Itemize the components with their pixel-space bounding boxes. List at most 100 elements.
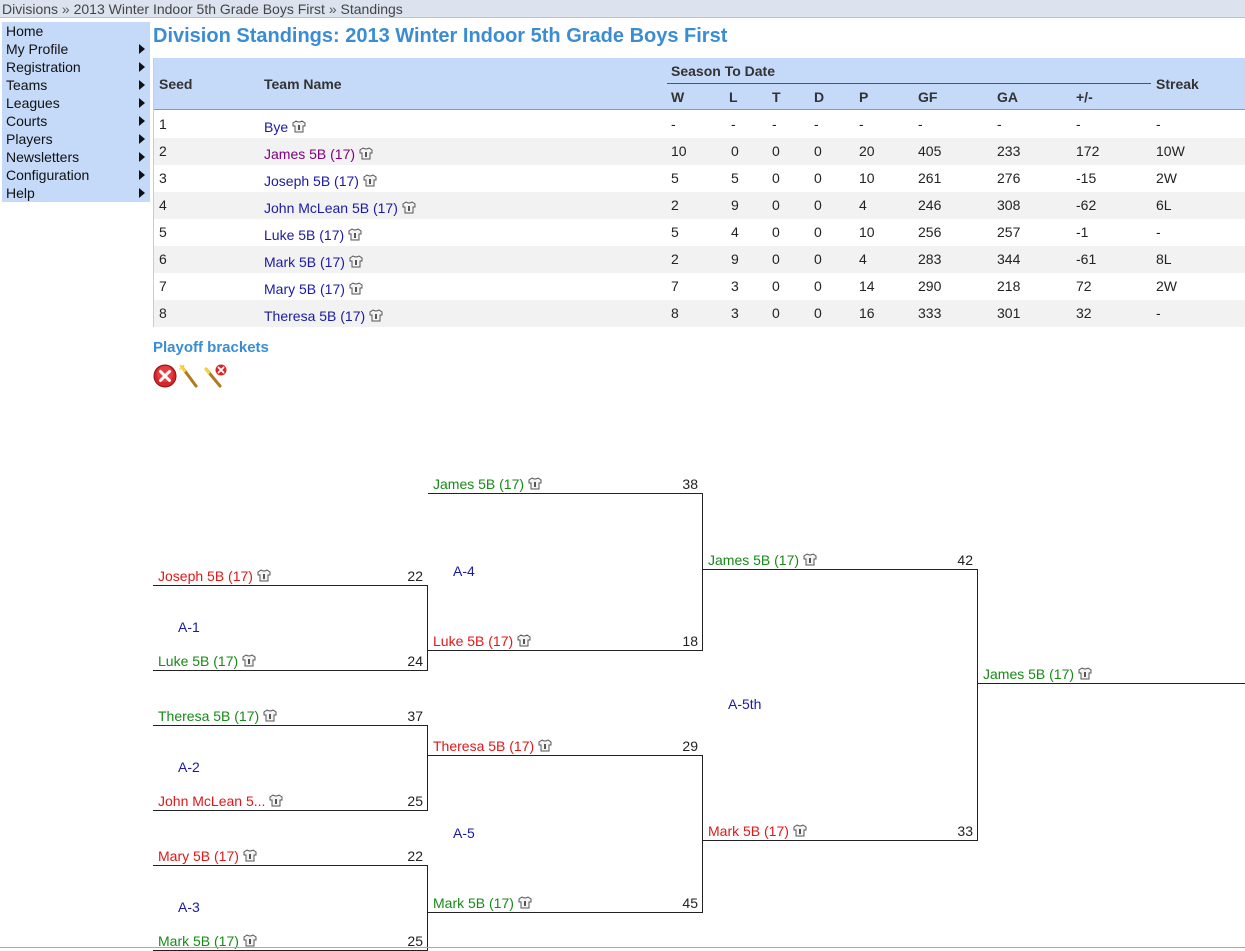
bracket-score: 18 xyxy=(682,633,698,649)
bracket-team-link[interactable]: Luke 5B (17) xyxy=(158,653,239,669)
shirt-icon[interactable] xyxy=(803,553,817,569)
losses-cell: 0 xyxy=(731,143,739,159)
team-link[interactable]: John McLean 5B (17) xyxy=(264,200,398,216)
bracket-team-link[interactable]: James 5B (17) xyxy=(433,476,525,492)
menu-item-courts[interactable]: Courts xyxy=(2,112,150,130)
bracket-line xyxy=(153,585,428,586)
bracket-team-link[interactable]: Luke 5B (17) xyxy=(433,633,514,649)
submenu-arrow-icon xyxy=(139,152,145,162)
shirt-icon[interactable] xyxy=(369,309,383,325)
bracket-line xyxy=(153,865,428,866)
shirt-icon[interactable] xyxy=(243,849,257,865)
team-link[interactable]: Luke 5B (17) xyxy=(264,227,345,243)
header-plus-minus: +/- xyxy=(1076,89,1093,105)
shirt-icon[interactable] xyxy=(269,794,283,810)
menu-item-newsletters[interactable]: Newsletters xyxy=(2,148,150,166)
team-link[interactable]: James 5B (17) xyxy=(264,146,356,162)
shirt-icon[interactable] xyxy=(363,174,377,190)
shirt-icon[interactable] xyxy=(517,634,531,650)
bracket-team-link[interactable]: Mark 5B (17) xyxy=(433,895,514,911)
wand-delete-icon[interactable] xyxy=(202,364,228,391)
menu-item-registration[interactable]: Registration xyxy=(2,58,150,76)
shirt-icon[interactable] xyxy=(359,147,373,163)
team-link[interactable]: Theresa 5B (17) xyxy=(264,308,366,324)
team-name-cell: Luke 5B (17) xyxy=(264,227,362,244)
bracket-score: 42 xyxy=(957,552,973,568)
shirt-icon[interactable] xyxy=(349,255,363,271)
ties-cell: 0 xyxy=(772,170,780,186)
menu-item-configuration[interactable]: Configuration xyxy=(2,166,150,184)
goals-against-cell: 257 xyxy=(997,224,1021,240)
shirt-icon[interactable] xyxy=(292,120,306,136)
bracket-team-link[interactable]: Theresa 5B (17) xyxy=(433,738,535,754)
goals-against-cell: 301 xyxy=(997,305,1021,321)
wand-icon[interactable] xyxy=(178,364,200,391)
menu-item-players[interactable]: Players xyxy=(2,130,150,148)
losses-cell: 9 xyxy=(731,197,739,213)
goals-for-cell: 246 xyxy=(918,197,942,213)
header-goals-for: GF xyxy=(918,89,938,105)
bracket-team: Luke 5B (17) xyxy=(158,653,256,670)
menu-item-label: Configuration xyxy=(6,167,90,183)
menu-item-my-profile[interactable]: My Profile xyxy=(2,40,150,58)
shirt-icon[interactable] xyxy=(349,282,363,298)
bracket-team-link[interactable]: Theresa 5B (17) xyxy=(158,708,260,724)
seed-cell: 5 xyxy=(159,224,167,240)
shirt-icon[interactable] xyxy=(1078,667,1092,683)
menu-item-leagues[interactable]: Leagues xyxy=(2,94,150,112)
submenu-arrow-icon xyxy=(139,62,145,72)
points-cell: 14 xyxy=(859,278,875,294)
losses-cell: 3 xyxy=(731,305,739,321)
breadcrumb-division[interactable]: 2013 Winter Indoor 5th Grade Boys First xyxy=(73,1,325,17)
team-link[interactable]: Bye xyxy=(264,119,289,135)
breadcrumb-divisions[interactable]: Divisions xyxy=(2,1,59,17)
shirt-icon[interactable] xyxy=(518,896,532,912)
defaults-cell: - xyxy=(814,116,819,132)
bracket-team-link[interactable]: James 5B (17) xyxy=(708,552,800,568)
team-name-cell: Bye xyxy=(264,119,306,136)
shirt-icon[interactable] xyxy=(348,228,362,244)
goals-for-cell: 261 xyxy=(918,170,942,186)
plus-minus-cell: 32 xyxy=(1076,305,1092,321)
menu-item-home[interactable]: Home xyxy=(2,22,150,40)
menu-item-teams[interactable]: Teams xyxy=(2,76,150,94)
seed-cell: 4 xyxy=(159,197,167,213)
side-menu: Home My Profile Registration Teams Leagu… xyxy=(2,22,150,202)
ties-cell: 0 xyxy=(772,305,780,321)
seed-cell: 8 xyxy=(159,305,167,321)
bracket-team-link[interactable]: John McLean 5... xyxy=(158,793,266,809)
defaults-cell: 0 xyxy=(814,278,822,294)
plus-minus-cell: -15 xyxy=(1076,170,1097,186)
shirt-icon[interactable] xyxy=(243,934,257,950)
bracket-team-link[interactable]: Mary 5B (17) xyxy=(158,848,239,864)
streak-cell: 8L xyxy=(1156,251,1172,267)
team-name-cell: Joseph 5B (17) xyxy=(264,173,377,190)
bracket-game-label: A-3 xyxy=(178,899,200,915)
submenu-arrow-icon xyxy=(139,134,145,144)
bracket-score: 33 xyxy=(957,823,973,839)
bracket-team-link[interactable]: Mark 5B (17) xyxy=(158,933,239,949)
shirt-icon[interactable] xyxy=(538,739,552,755)
shirt-icon[interactable] xyxy=(528,477,542,493)
shirt-icon[interactable] xyxy=(242,654,256,670)
shirt-icon[interactable] xyxy=(402,201,416,217)
team-link[interactable]: Joseph 5B (17) xyxy=(264,173,359,189)
team-link[interactable]: Mark 5B (17) xyxy=(264,254,345,270)
bracket-game-label: A-2 xyxy=(178,759,200,775)
bracket-team-link[interactable]: James 5B (17) xyxy=(983,666,1075,682)
team-link[interactable]: Mary 5B (17) xyxy=(264,281,345,297)
menu-item-help[interactable]: Help xyxy=(2,184,150,202)
shirt-icon[interactable] xyxy=(257,569,271,585)
shirt-icon[interactable] xyxy=(793,824,807,840)
shirt-icon[interactable] xyxy=(263,709,277,725)
bracket-team-link[interactable]: Joseph 5B (17) xyxy=(158,568,253,584)
bracket-team-link[interactable]: Mark 5B (17) xyxy=(708,823,789,839)
ties-cell: 0 xyxy=(772,143,780,159)
bracket-line xyxy=(978,683,1245,684)
losses-cell: 9 xyxy=(731,251,739,267)
bracket-score: 37 xyxy=(407,708,423,724)
wins-cell: 7 xyxy=(671,278,679,294)
season-divider xyxy=(667,83,1151,84)
delete-icon[interactable] xyxy=(153,364,177,391)
